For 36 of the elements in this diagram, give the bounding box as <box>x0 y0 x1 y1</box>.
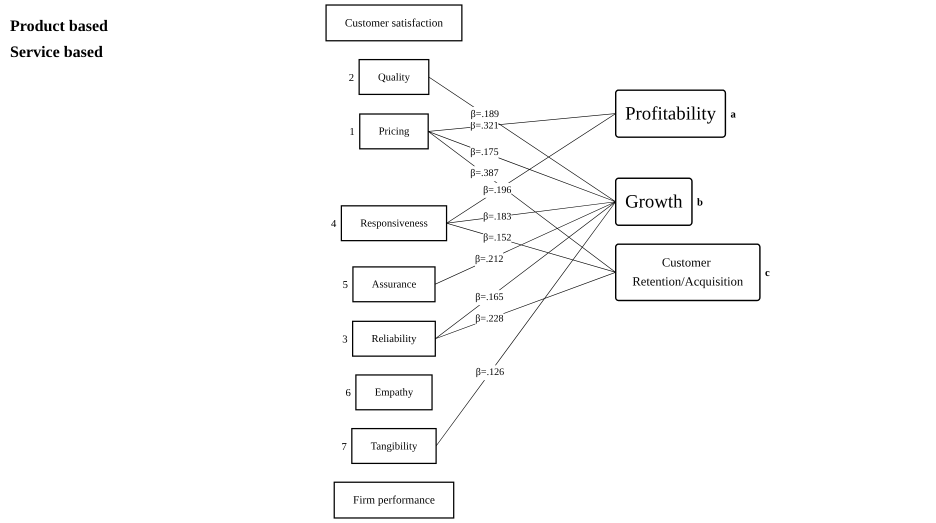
variable-box: Growth <box>615 178 693 226</box>
item-number: 7 <box>341 442 347 453</box>
item-number: 2 <box>348 72 354 84</box>
variable-box: Profitability <box>615 89 726 138</box>
path-line <box>436 201 616 446</box>
variable-box: Tangibility <box>351 428 437 464</box>
item-number: 4 <box>331 219 336 230</box>
edge-label: β=.183 <box>483 209 512 224</box>
edge-label: β=.165 <box>475 290 504 306</box>
item-number: 6 <box>346 388 351 400</box>
variable-box: Customer satisfaction <box>325 4 462 42</box>
variable-box: Responsiveness <box>340 205 448 242</box>
variable-box: Customer Retention/Acquisition <box>615 243 761 302</box>
path-line <box>434 201 616 340</box>
edge-label: β=.126 <box>476 365 504 380</box>
variable-box: Pricing <box>359 113 429 150</box>
item-letter: b <box>697 198 703 209</box>
edge-label: β=.189 <box>470 106 499 122</box>
edge-label: β=.196 <box>483 182 512 198</box>
item-letter: c <box>764 268 770 280</box>
group-heading: Service based <box>10 44 104 62</box>
variable-box: Firm performance <box>334 482 454 519</box>
variable-box: Assurance <box>352 266 436 302</box>
variable-box: Quality <box>358 58 430 96</box>
edge-label: β=.387 <box>470 166 499 182</box>
edge-label: β=.175 <box>470 145 499 160</box>
item-number: 1 <box>349 127 355 138</box>
item-number: 3 <box>342 334 348 346</box>
edge-label: β=.212 <box>475 252 504 268</box>
variable-box: Empathy <box>355 374 433 410</box>
variable-box: Reliability <box>352 320 436 357</box>
edge-label: β=.228 <box>475 311 504 326</box>
item-number: 5 <box>342 280 348 292</box>
group-heading: Product based <box>10 18 109 36</box>
item-letter: a <box>730 109 736 120</box>
edge-label: β=.152 <box>483 230 512 246</box>
